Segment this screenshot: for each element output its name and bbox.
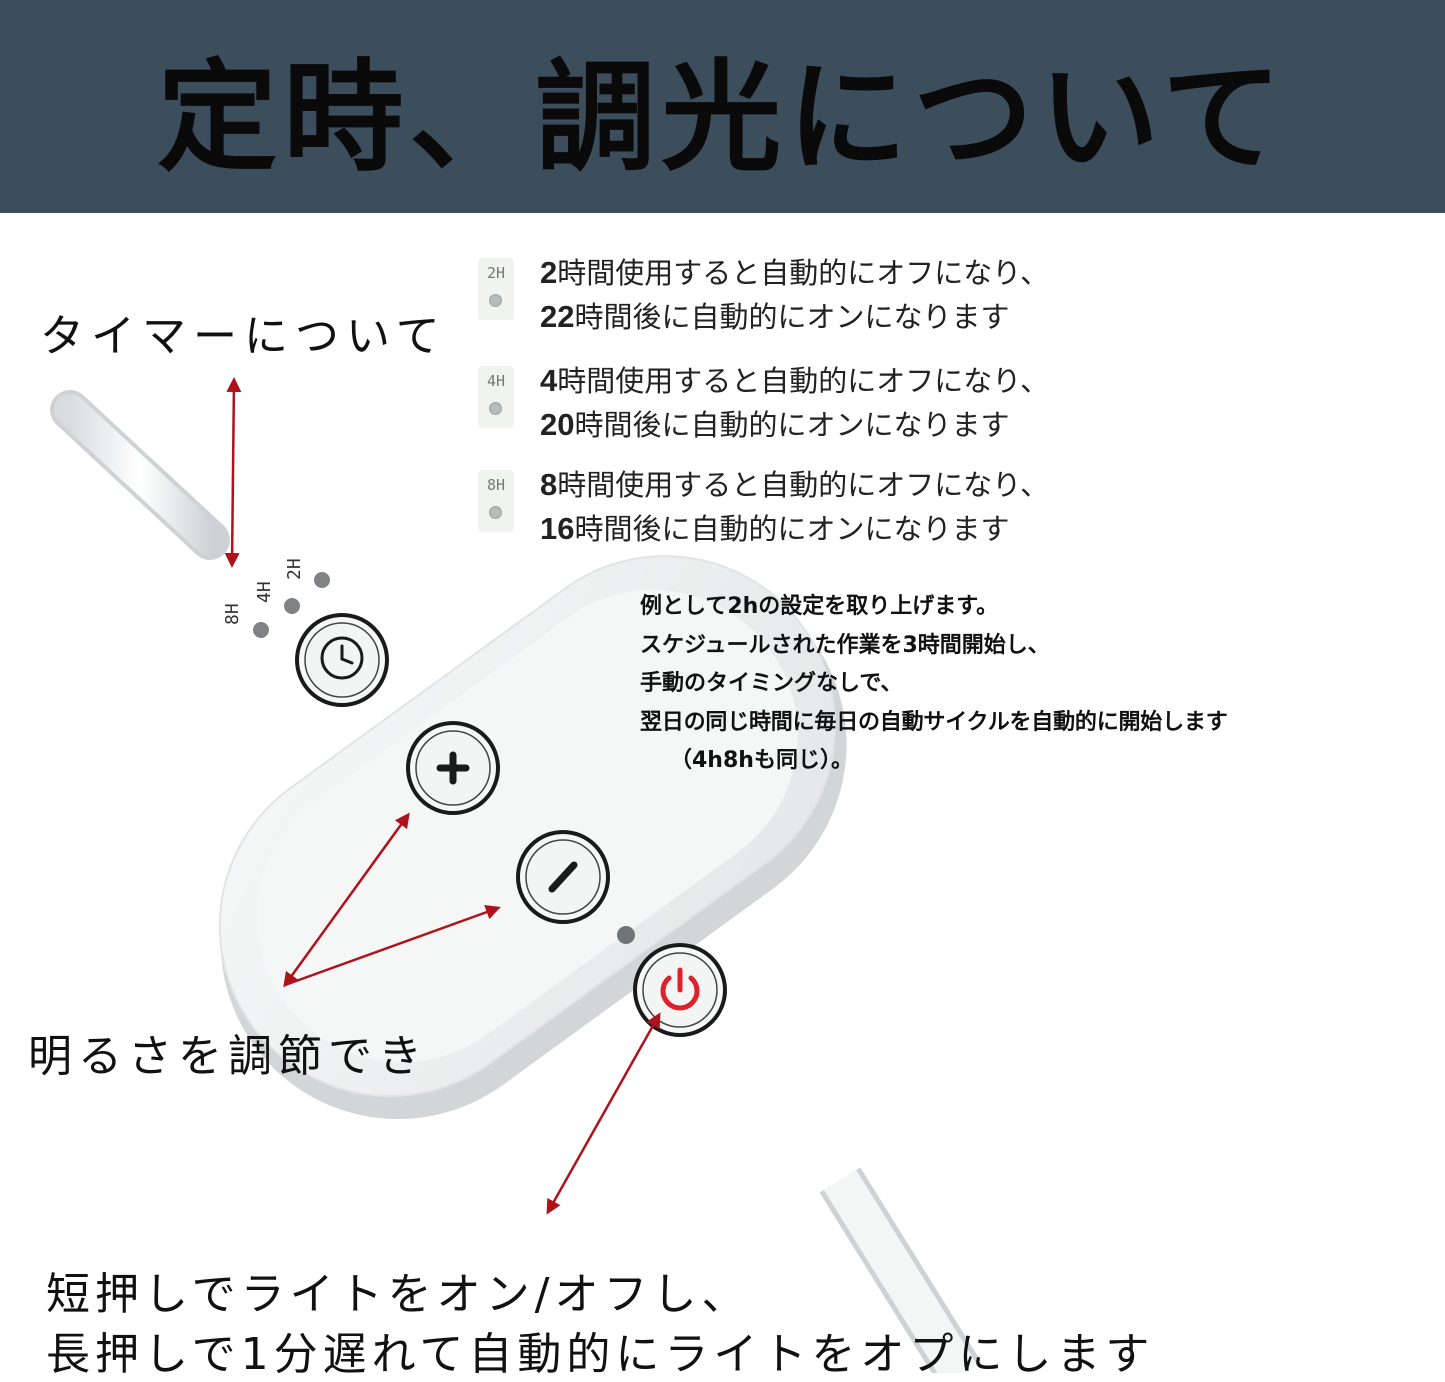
- led-chip: 2H: [478, 258, 514, 320]
- hours-off: 20: [540, 407, 575, 442]
- example-line: スケジュールされた作業を3時間開始し、: [640, 632, 1050, 658]
- power-button[interactable]: [633, 943, 727, 1037]
- hours-on: 2: [540, 255, 558, 290]
- page-title: 定時、調光について: [157, 48, 1288, 188]
- led-8h: 8H: [222, 603, 269, 638]
- timer-option-line1: 8時間使用すると自動的にオフになり、: [540, 462, 1049, 504]
- example-line: 翌日の同じ時間に毎日の自動サイクルを自動的に開始します: [640, 709, 1228, 735]
- timer-option-2h: 2H 2時間使用すると自動的にオフになり、 22時間後に自動的にオンになります: [478, 254, 1158, 354]
- timer-option-4h: 4H 4時間使用すると自動的にオフになり、 20時間後に自動的にオンになります: [478, 362, 1158, 462]
- hours-off: 16: [540, 511, 575, 546]
- timer-option-line2: 22時間後に自動的にオンになります: [540, 294, 1010, 336]
- hours-off: 22: [540, 299, 575, 334]
- led-dot-icon: [489, 294, 502, 307]
- brightness-arrows: [283, 812, 501, 988]
- line2-text: 時間後に自動的にオンになります: [574, 408, 1010, 442]
- line1-text: 時間使用すると自動的にオフになり、: [557, 364, 1050, 398]
- line2-text: 時間後に自動的にオンになります: [574, 512, 1010, 546]
- hours-on: 8: [540, 467, 558, 502]
- timer-arrow: [224, 377, 242, 568]
- led-chip-label: 8H: [486, 476, 506, 494]
- led-dot-icon: [489, 402, 502, 415]
- timer-option-line1: 2時間使用すると自動的にオフになり、: [540, 250, 1049, 292]
- led-label-8h: 8H: [222, 603, 243, 625]
- led-dot-icon: [489, 506, 502, 519]
- led-label-4h: 4H: [254, 581, 275, 603]
- power-arrow: [546, 1012, 661, 1215]
- minus-icon: [548, 861, 578, 893]
- led-label-2h: 2H: [284, 558, 305, 580]
- power-icon: [660, 967, 700, 1011]
- example-line: 例として2hの設定を取り上げます。: [640, 594, 999, 619]
- timer-option-line2: 20時間後に自動的にオンになります: [540, 402, 1010, 444]
- line1-text: 時間使用すると自動的にオフになり、: [557, 256, 1050, 290]
- cable-top: [50, 390, 230, 560]
- timer-led-group: 8H 4H 2H: [222, 558, 330, 638]
- line2-text: 時間後に自動的にオンになります: [574, 300, 1010, 334]
- led-chip-label: 2H: [486, 264, 506, 282]
- example-line: 手動のタイミングなしで、: [640, 671, 903, 696]
- brightness-down-button[interactable]: [516, 830, 610, 924]
- led-chip: 8H: [478, 470, 514, 532]
- power-description-line2: 長押しで1分遅れて自動的にライトをオプにします: [46, 1329, 1155, 1380]
- example-line: （4h8hも同じ）。: [670, 748, 853, 773]
- brightness-up-button[interactable]: [406, 721, 500, 815]
- led-chip: 4H: [478, 366, 514, 428]
- timer-option-line2: 16時間後に自動的にオンになります: [540, 506, 1010, 548]
- timer-option-line1: 4時間使用すると自動的にオフになり、: [540, 358, 1049, 400]
- led-chip-label: 4H: [486, 372, 506, 390]
- timer-heading: タイマーについて: [40, 311, 447, 362]
- cable-bottom: [819, 1167, 981, 1373]
- clock-icon: [320, 636, 364, 680]
- brightness-label: 明るさを調節でき: [28, 1031, 428, 1082]
- line1-text: 時間使用すると自動的にオフになり、: [557, 468, 1050, 502]
- led-2h: 2H: [284, 558, 330, 588]
- header-banner: [0, 0, 1445, 213]
- timer-option-8h: 8H 8時間使用すると自動的にオフになり、 16時間後に自動的にオンになります: [478, 466, 1158, 566]
- timer-button[interactable]: [295, 613, 389, 707]
- led-4h: 4H: [254, 581, 300, 614]
- power-description-line1: 短押しでライトをオン/オフし、: [46, 1269, 751, 1320]
- example-description: 例として2hの設定を取り上げます。 スケジュールされた作業を3時間開始し、 手動…: [640, 588, 1430, 781]
- power-indicator-led: [617, 926, 635, 944]
- hours-on: 4: [540, 363, 558, 398]
- plus-icon: [436, 751, 470, 785]
